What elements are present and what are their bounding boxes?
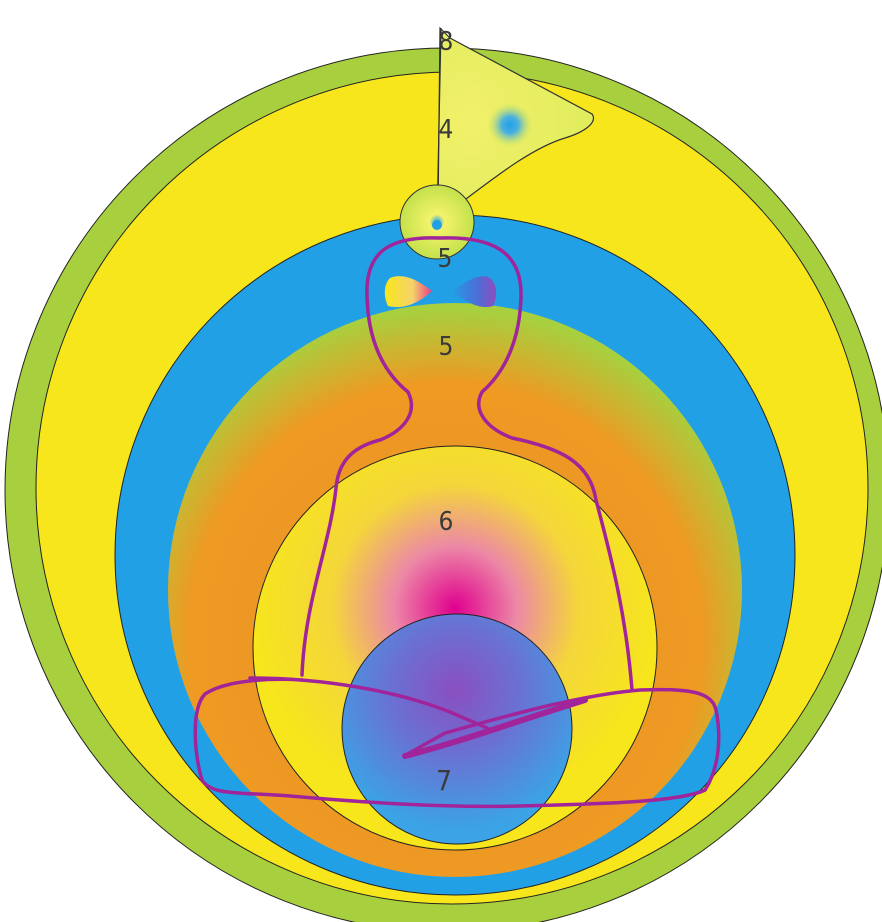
crown-center-dot [432, 220, 442, 230]
label-flag-mid: 4 [439, 115, 454, 145]
label-torso: 6 [439, 507, 454, 537]
label-flag-top: 8 [439, 27, 454, 57]
label-base: 7 [436, 764, 452, 797]
label-chest: 5 [439, 332, 454, 362]
label-throat: 5 [438, 244, 453, 274]
flag-dot [488, 103, 532, 147]
